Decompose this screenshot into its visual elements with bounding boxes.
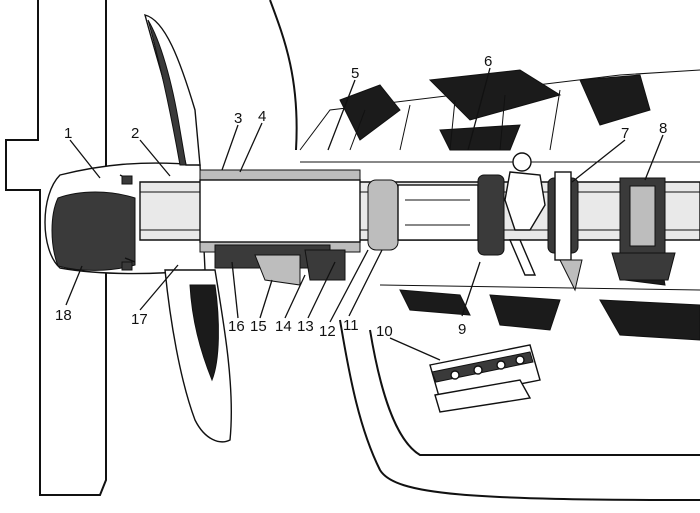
label-10: 10 — [376, 323, 393, 340]
label-13: 13 — [297, 318, 314, 335]
label-16: 16 — [228, 318, 245, 335]
hull-frames — [299, 69, 700, 163]
worker-figure — [504, 152, 546, 276]
leader-lines — [65, 67, 664, 361]
label-1: 1 — [64, 125, 72, 142]
label-14: 14 — [275, 318, 292, 335]
label-7: 7 — [621, 125, 629, 142]
sleeve-detail — [429, 344, 541, 413]
part-labels: 1 2 3 4 5 6 7 8 9 10 11 12 13 14 15 16 1… — [55, 53, 667, 340]
label-12: 12 — [319, 323, 336, 340]
bulkhead-seal — [547, 171, 583, 292]
hull-outline — [5, 0, 700, 501]
label-11: 11 — [343, 317, 359, 334]
label-5: 5 — [351, 65, 359, 82]
label-3: 3 — [234, 110, 242, 127]
propeller-blades — [144, 14, 232, 443]
label-17: 17 — [131, 311, 148, 328]
label-9: 9 — [458, 321, 466, 338]
stern-tube — [199, 169, 361, 286]
label-6: 6 — [484, 53, 492, 70]
shaft-bearing — [611, 177, 676, 281]
label-2: 2 — [131, 125, 139, 142]
label-18: 18 — [55, 307, 72, 324]
label-8: 8 — [659, 120, 667, 137]
coupling — [367, 174, 505, 256]
label-15: 15 — [250, 318, 267, 335]
label-4: 4 — [258, 108, 266, 125]
